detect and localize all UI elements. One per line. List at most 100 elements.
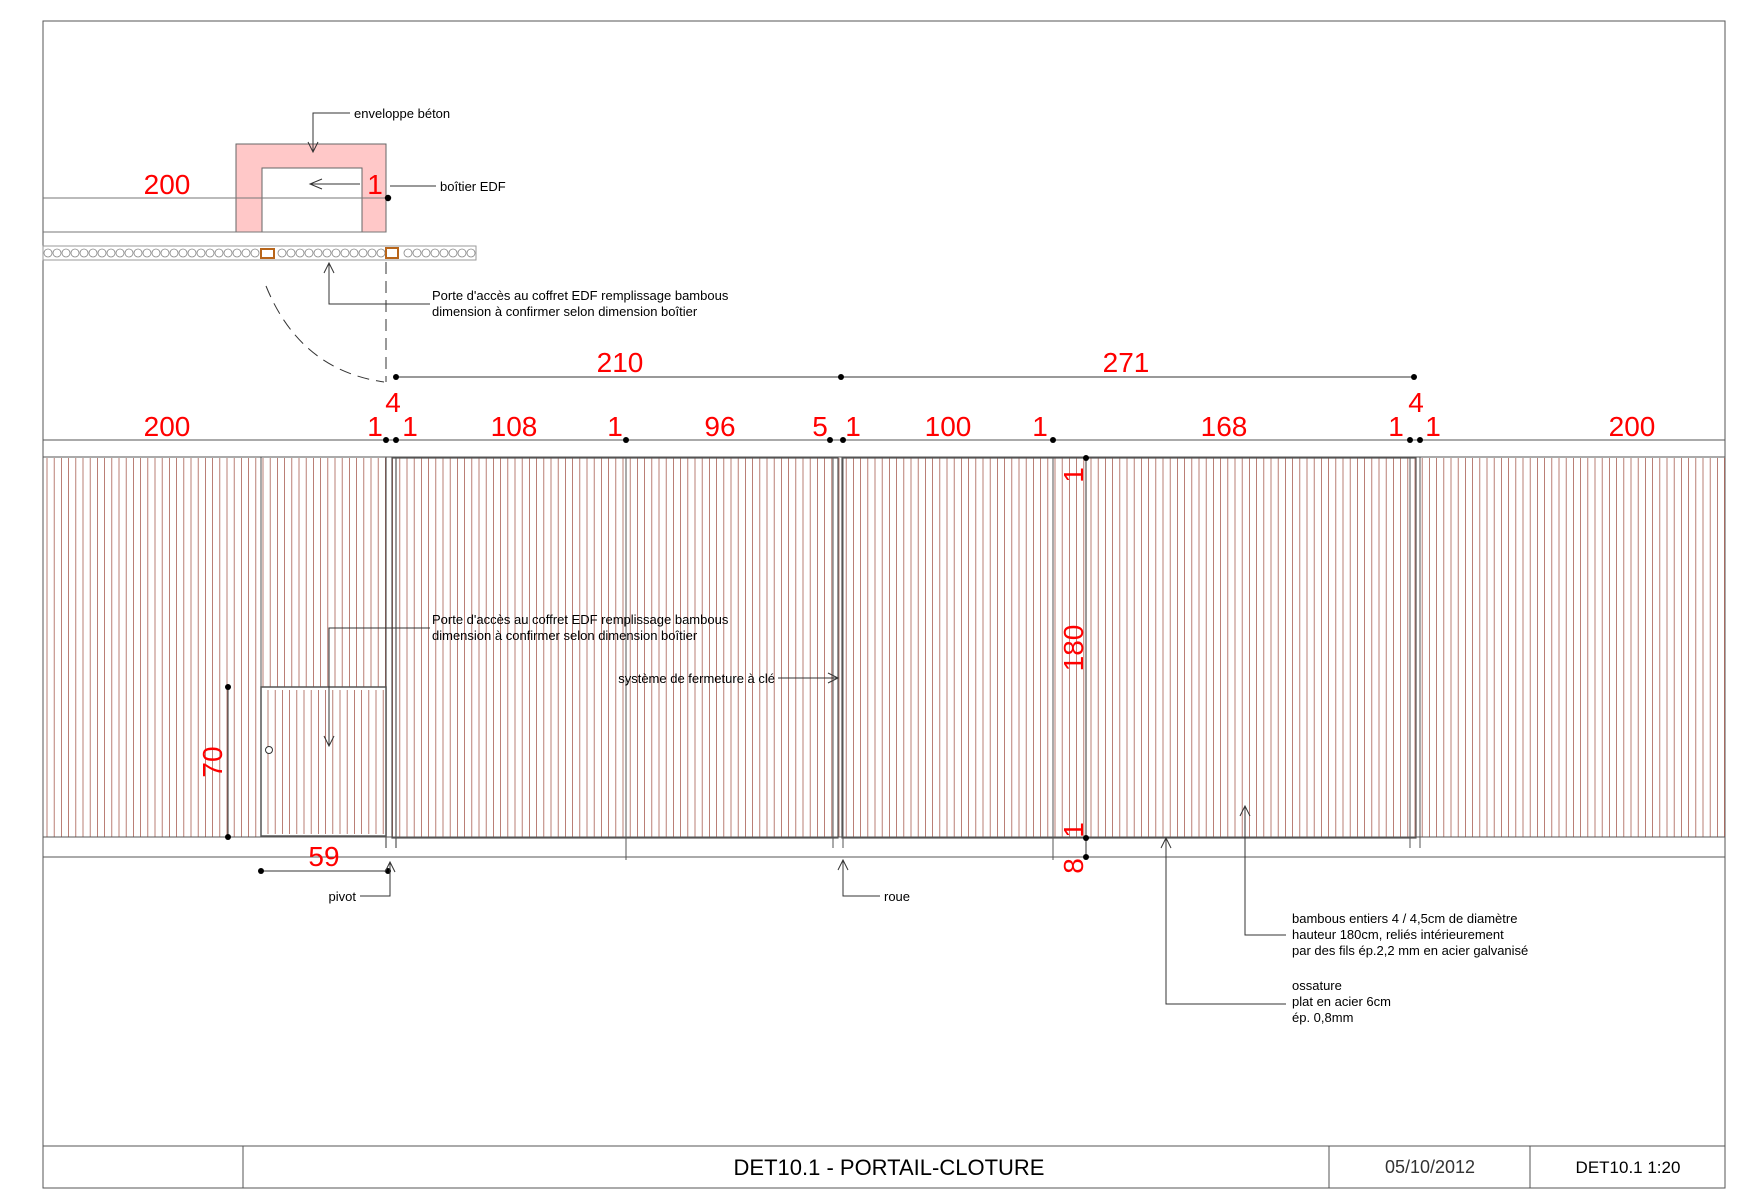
plan-bamboo-circles (43, 248, 476, 258)
note-frame-1: ossature (1292, 978, 1342, 993)
dim-gap-4: 5 (812, 411, 828, 442)
dim-leaf-3: 100 (925, 411, 972, 442)
note-frame-2: plat en acier 6cm (1292, 994, 1391, 1009)
leader-edf-door-elev (328, 627, 430, 746)
dim-dot (840, 437, 846, 443)
dim-span-b: 271 (1103, 347, 1150, 378)
dim-dot (1407, 437, 1413, 443)
dim-dot (623, 437, 629, 443)
dim-gap-5: 1 (845, 411, 861, 442)
leader-arrow (307, 141, 319, 154)
dim-plan-left: 200 (144, 169, 191, 200)
edf-door-frame (260, 686, 387, 837)
door-swing-arc (265, 285, 385, 383)
dim-dot (838, 374, 844, 380)
dim-plan-post: 1 (367, 169, 383, 200)
edf-door-bamboo (267, 690, 384, 834)
leader-edf-door-plan (328, 263, 430, 305)
dim-dot (225, 834, 231, 840)
leader-arrow (384, 860, 396, 873)
dim-gap-8: 1 (1425, 411, 1441, 442)
dim-dot (1417, 437, 1423, 443)
drawing-code-scale: DET10.1 1:20 (1576, 1158, 1681, 1177)
dim-vert-ground: 8 (1058, 858, 1089, 874)
plan-bamboo-circle (160, 248, 170, 258)
note-key-lock: système de fermeture à clé (618, 671, 775, 686)
edf-door-knob (265, 746, 273, 754)
dim-gap-6: 1 (1032, 411, 1048, 442)
dim-gap-1: 1 (367, 411, 383, 442)
plan-bamboo-circle (430, 248, 440, 258)
dim-dot (225, 684, 231, 690)
note-edf-door-plan-1: Porte d'accès au coffret EDF remplissage… (432, 288, 729, 303)
leader-bamboo (1244, 806, 1286, 936)
plan-hinge-right (385, 247, 399, 259)
plan-bamboo-circle (358, 248, 368, 258)
plan-bamboo-circle (349, 248, 359, 258)
dim-post-b: 4 (1408, 387, 1424, 418)
dim-post-a: 4 (385, 387, 401, 418)
gate-leaf-frame-2 (841, 457, 1417, 839)
dim-gap-2: 1 (402, 411, 418, 442)
plan-bamboo-circle (178, 248, 188, 258)
dim-dot (1083, 854, 1089, 860)
drawing-title: DET10.1 - PORTAIL-CLOTURE (734, 1155, 1045, 1180)
note-edf-door-plan-2: dimension à confirmer selon dimension bo… (432, 304, 698, 319)
dim-dot (827, 437, 833, 443)
dim-door-height: 70 (197, 746, 228, 777)
gate-leaf-frame-1 (391, 457, 839, 839)
plan-bamboo-circle (106, 248, 116, 258)
plan-bamboo-circle (124, 248, 134, 258)
plan-bamboo-circle (115, 248, 125, 258)
plan-bamboo-circle (79, 248, 89, 258)
note-bamboo-2: hauteur 180cm, reliés intérieurement (1292, 927, 1504, 942)
plan-bamboo-circle (448, 248, 458, 258)
dim-dot (258, 868, 264, 874)
dim-span-a: 210 (597, 347, 644, 378)
leader-frame (1165, 838, 1286, 1005)
plan-bamboo-circle (97, 248, 107, 258)
plan-bamboo-circle (88, 248, 98, 258)
leader-arrow (323, 735, 335, 748)
note-concrete-envelope: enveloppe béton (354, 106, 450, 121)
leader-arrow (1239, 804, 1251, 817)
dim-gap-3: 1 (607, 411, 623, 442)
plan-bamboo-circle (142, 248, 152, 258)
dim-leaf-4: 168 (1201, 411, 1248, 442)
plan-bamboo-strip (42, 245, 477, 261)
plan-bamboo-circle (277, 248, 287, 258)
dim-dot (383, 437, 389, 443)
plan-bamboo-circle (133, 248, 143, 258)
plan-bamboo-circle (403, 248, 413, 258)
plan-bamboo-circle (52, 248, 62, 258)
leader-wheel (842, 860, 880, 897)
dim-fence-right: 200 (1609, 411, 1656, 442)
dim-vert-top: 1 (1058, 467, 1089, 483)
plan-bamboo-circle (457, 248, 467, 258)
leader-concrete (312, 112, 350, 152)
plan-bamboo-circle (232, 248, 242, 258)
dim-vert-bottom: 1 (1058, 822, 1089, 838)
plan-bamboo-circle (412, 248, 422, 258)
plan-bamboo-circle (205, 248, 215, 258)
note-pivot: pivot (329, 889, 357, 904)
segment-dim-dots (383, 437, 1423, 443)
plan-bamboo-circle (286, 248, 296, 258)
title-block: DET10.1 - PORTAIL-CLOTURE 05/10/2012 DET… (43, 1145, 1725, 1188)
plan-bamboo-circle (250, 248, 260, 258)
plan-view: 200 1 enveloppe béton boîtier EDF Porte … (42, 106, 729, 383)
plan-bamboo-circle (466, 248, 476, 258)
plan-bamboo-circle (331, 248, 341, 258)
plan-bamboo-circle (223, 248, 233, 258)
leader-arrow (308, 178, 323, 190)
dim-dot (1083, 455, 1089, 461)
leader-pivot (360, 862, 391, 897)
dim-gap-7: 1 (1388, 411, 1404, 442)
note-edf-door-elev-1: Porte d'accès au coffret EDF remplissage… (432, 612, 729, 627)
dim-vert-height: 180 (1058, 625, 1089, 672)
plan-bamboo-circle (421, 248, 431, 258)
dim-dot (1411, 374, 1417, 380)
plan-bamboo-circle (241, 248, 251, 258)
plan-bamboo-circle (376, 248, 386, 258)
